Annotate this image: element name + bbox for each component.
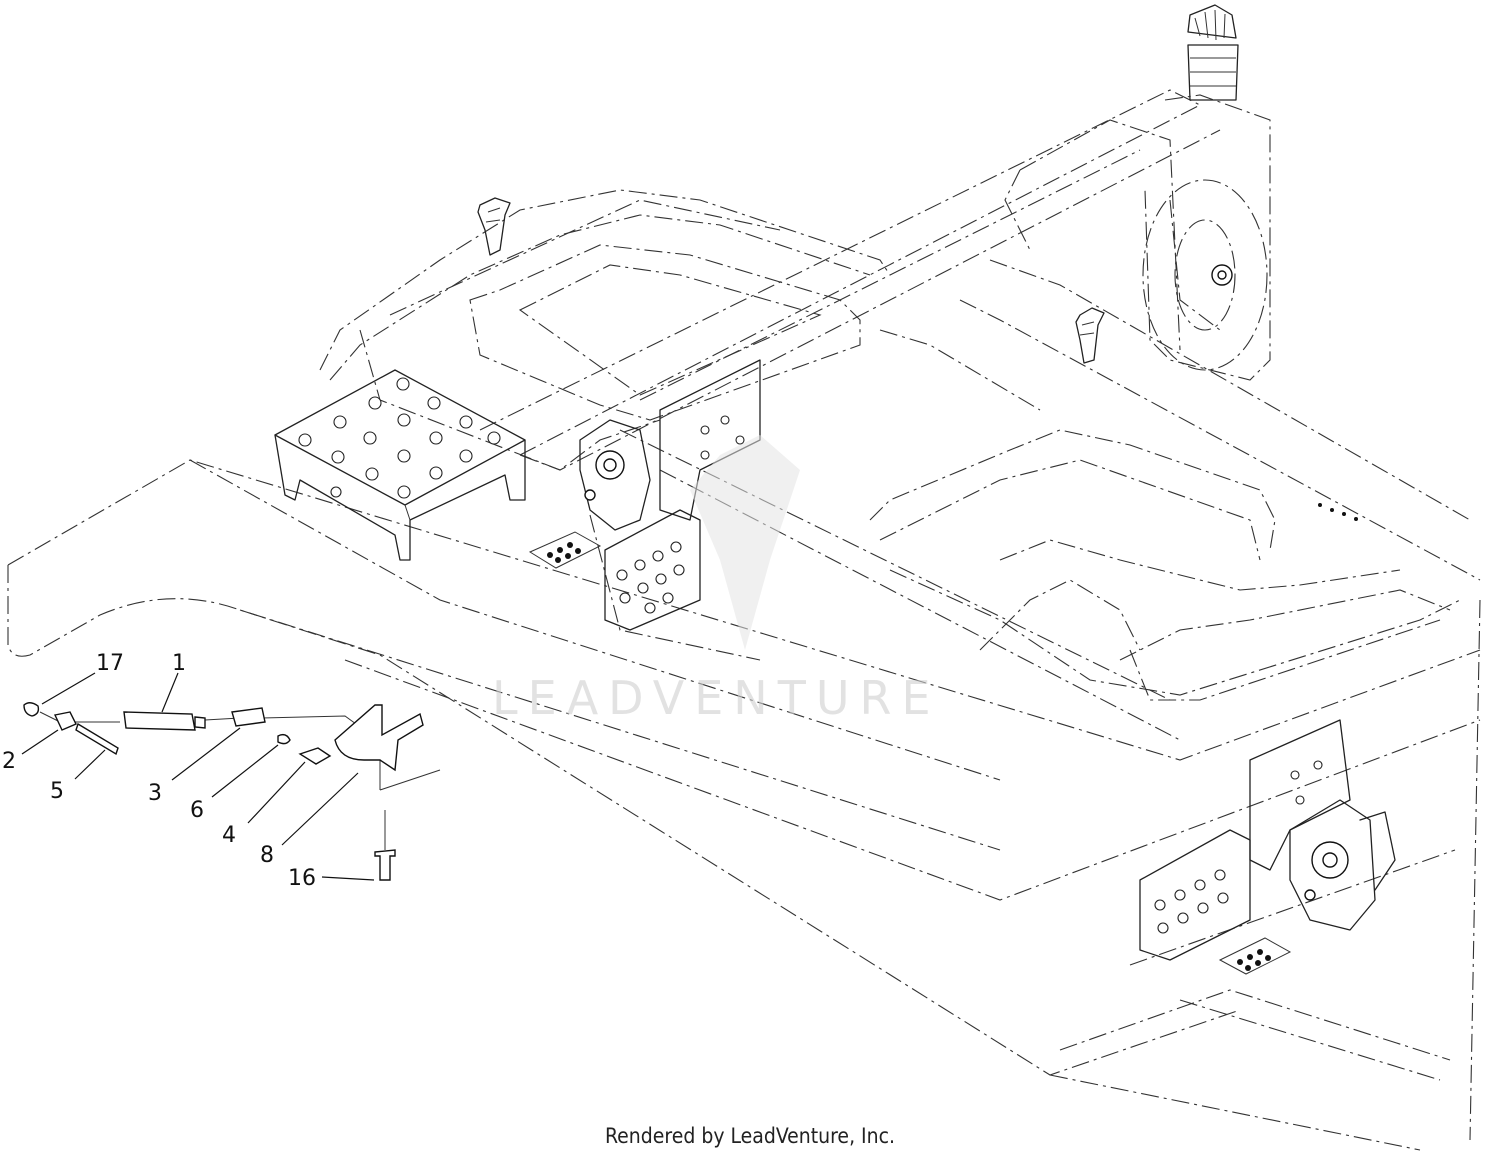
gas-spring-assembly [23,702,441,881]
pivot-bracket-left [579,359,761,631]
pivot-bracket-right [1139,719,1396,961]
deck-outline [7,459,1481,1151]
caster-assembly [1142,4,1271,381]
decal-patches [528,503,1358,975]
callout-3: 3 [148,781,162,806]
callout-5: 5 [50,779,64,804]
watermark: LEADVENTURE [492,435,941,725]
left-tank [319,189,891,471]
callout-1: 1 [172,651,186,676]
latch-right [1075,307,1105,364]
callout-16: 16 [288,866,316,891]
callouts: 17 1 2 5 3 6 4 8 16 [2,651,375,891]
callout-8: 8 [260,843,274,868]
latch-left [477,197,511,256]
right-seat [869,429,1461,701]
callout-17: 17 [96,651,124,676]
callout-2: 2 [2,749,16,774]
callout-4: 4 [222,823,236,848]
svg-text:LEADVENTURE: LEADVENTURE [492,671,941,725]
step-plate [274,369,526,561]
footer-credit: Rendered by LeadVenture, Inc. [605,1124,895,1148]
callout-6: 6 [190,798,204,823]
frame-rails [479,89,1481,741]
